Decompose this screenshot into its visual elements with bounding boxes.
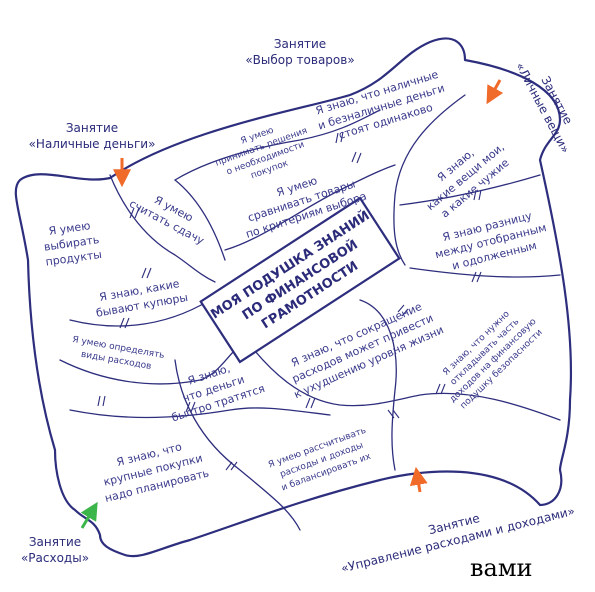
seam-left-bottom [69, 407, 331, 419]
lesson-label: Занятие [29, 535, 81, 549]
seam-center-right [359, 299, 397, 471]
seam-right-mid [399, 174, 541, 206]
seam-left-mid [69, 299, 211, 327]
arrow-raskhody-icon [80, 501, 98, 529]
statement-vybirat-produkty: Я умею выбирать продукты [43, 219, 103, 268]
lesson-title: «Расходы» [21, 551, 89, 565]
seam-left-upper [109, 174, 216, 283]
seam-ticks [97, 131, 482, 471]
lesson-vybor-tovarov: Занятие «Выбор товаров» [245, 37, 354, 67]
statement-moi-chuzhie: Я знаю, какие вещи мои, а какие чужие [424, 141, 512, 221]
seam-right-low [409, 267, 561, 278]
lesson-label: Занятие [274, 37, 326, 51]
statement-bystro-tratyatsya: Я знаю, что деньги быстро тратятся [170, 362, 267, 425]
lesson-title: «Управление расходами и доходами» [340, 504, 577, 576]
footer-word: вами [470, 554, 533, 582]
lesson-title: «Выбор товаров» [245, 53, 354, 67]
arrow-lichnye-icon [486, 79, 504, 105]
lesson-label: Занятие [66, 121, 118, 135]
lesson-title: «Наличные деньги» [29, 137, 156, 151]
lesson-raskhody: Занятие «Расходы» [21, 535, 89, 565]
lesson-upravlenie: Занятие «Управление расходами и доходами… [340, 504, 577, 576]
seam-top [174, 109, 381, 181]
pillow-outline [14, 37, 573, 558]
statement-kupyury: Я знаю, какие бывают купюры [95, 277, 189, 320]
statement-vidy-raskhodov: Я умею определять виды расходов [72, 335, 166, 372]
seam-right-upper [393, 94, 466, 266]
lesson-nalichnye-dengi: Занятие «Наличные деньги» [29, 121, 156, 151]
statement-line: Я умею [48, 219, 91, 238]
statement-schitat-sdachu: Я умею считать сдачу [127, 193, 206, 247]
seam-upper-mid [224, 164, 396, 251]
arrow-upravlenie-icon [409, 466, 428, 493]
seam-center-low [249, 344, 561, 421]
seam-vertical-left [174, 359, 301, 531]
statement-krupnye-pokupki: Я знаю, что крупные покупки надо планиро… [102, 440, 210, 505]
seam-inner-top [174, 179, 226, 261]
seam-left-low [59, 349, 236, 385]
statement-podushka: Я знаю, что нужно откладывать часть дохо… [441, 309, 544, 411]
